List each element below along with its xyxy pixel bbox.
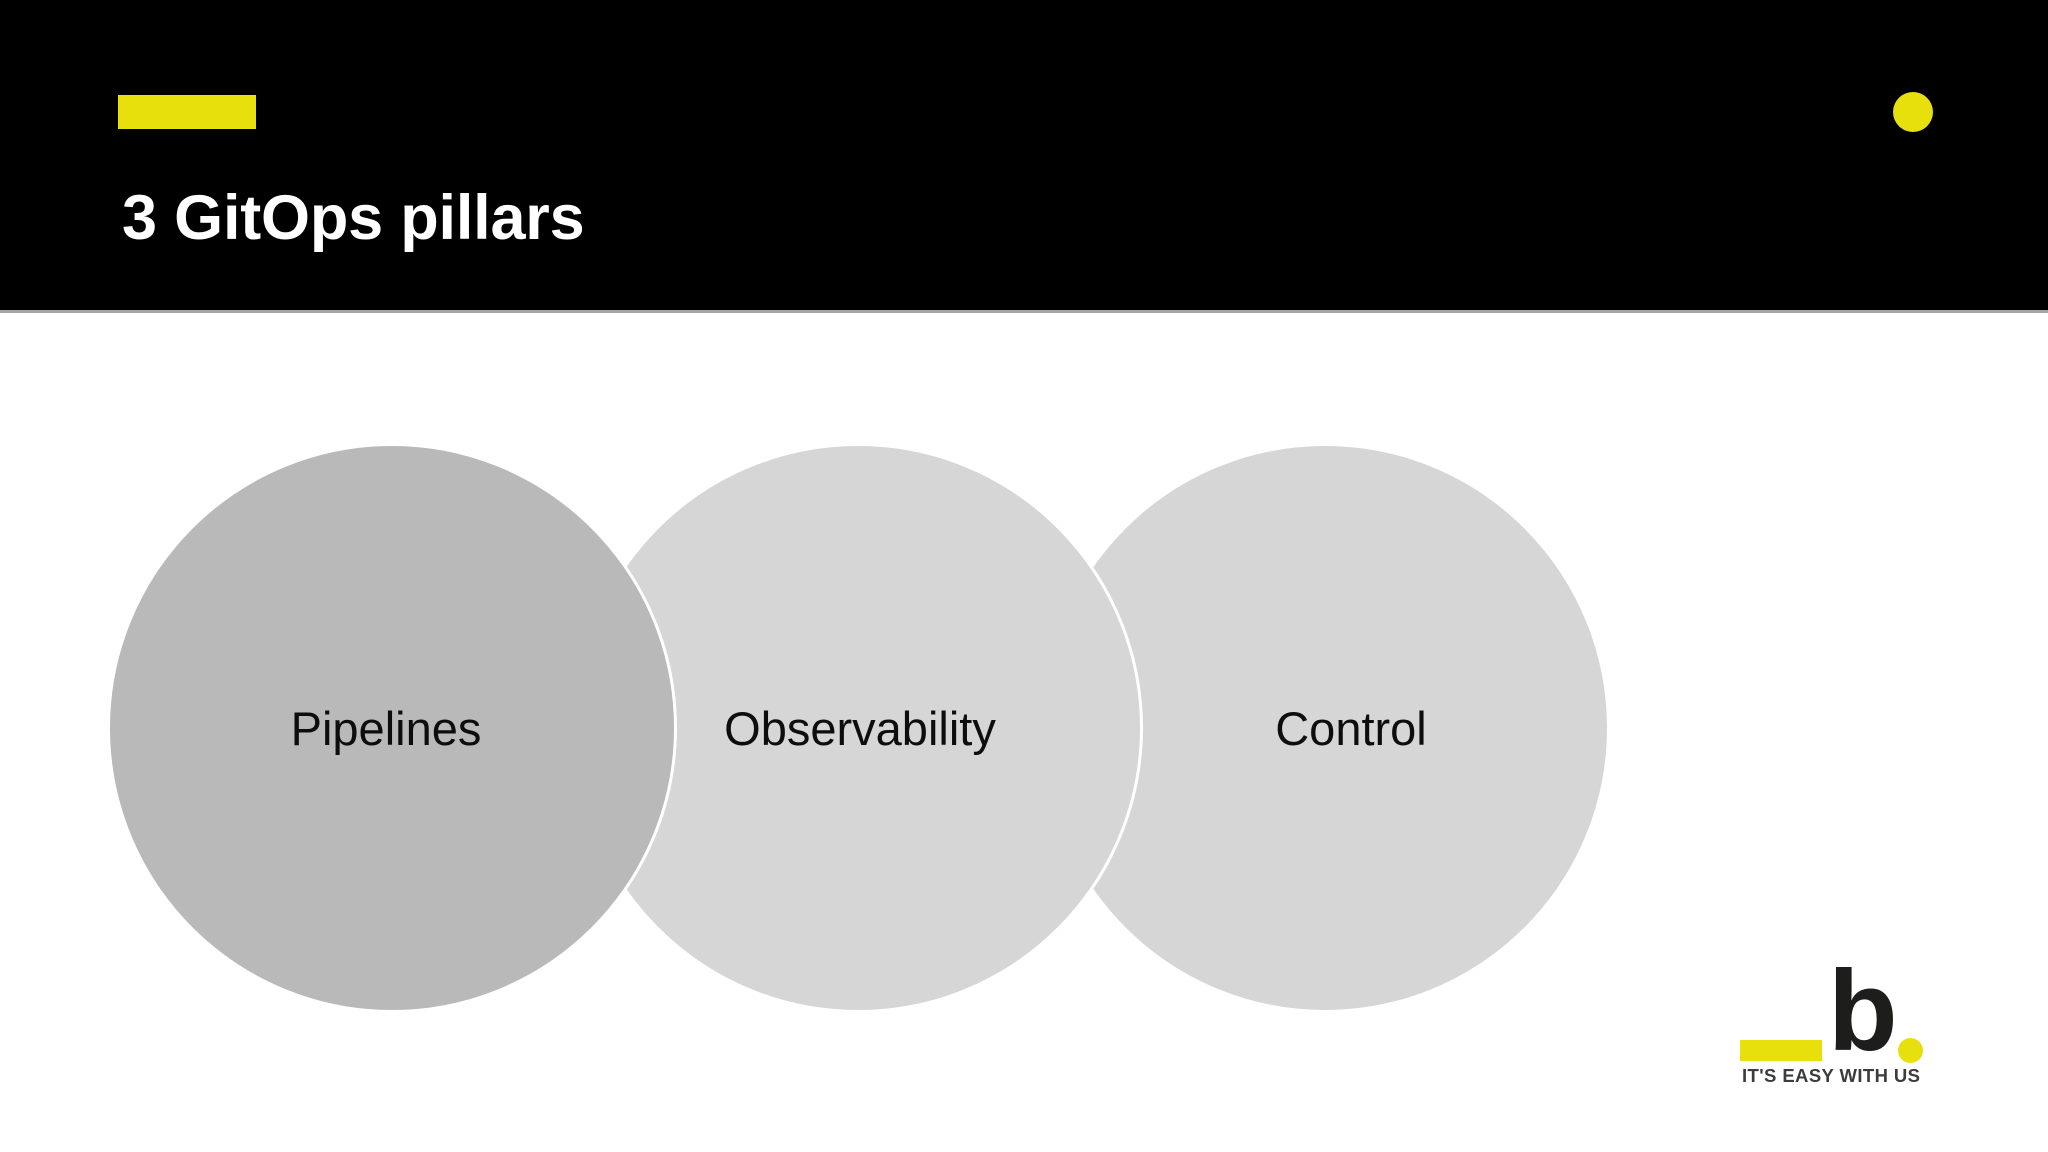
venn-label-pipelines: Pipelines (290, 701, 482, 755)
logo-tagline: IT'S EASY WITH US (1742, 1065, 1921, 1086)
logo-wordmark: b (1828, 948, 1898, 1075)
logo-dot-icon (1898, 1038, 1923, 1063)
venn-label-observability: Observability (724, 701, 996, 755)
logo-bar-icon (1740, 1040, 1822, 1061)
venn-circle-observability[interactable]: Observability (573, 443, 1143, 1013)
page-title: 3 GitOps pillars (122, 183, 585, 253)
accent-bar (118, 95, 256, 129)
venn-label-control: Control (1275, 701, 1427, 755)
brand-logo: b IT'S EASY WITH US (1740, 948, 1940, 1086)
header-dot-icon (1893, 92, 1933, 132)
venn-diagram: Control Observability Pipelines (0, 310, 2048, 1152)
header-divider (0, 310, 2048, 313)
slide-header (0, 0, 2048, 310)
venn-circle-pipelines[interactable]: Pipelines (107, 443, 677, 1013)
